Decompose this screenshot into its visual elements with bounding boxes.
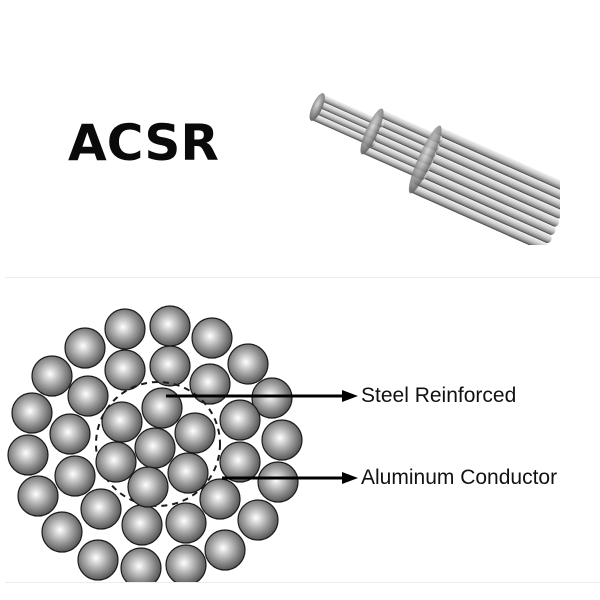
cross-section-diagram: Steel Reinforced Aluminum Conductor [0, 278, 600, 583]
strand-cross-section [7, 305, 358, 583]
steel-reinforced-label: Steel Reinforced [361, 384, 517, 407]
product-header: ACSR [0, 0, 600, 277]
bottom-divider [5, 582, 600, 583]
section-divider [5, 277, 600, 278]
product-title: ACSR [68, 114, 219, 172]
aluminum-conductor-label: Aluminum Conductor [361, 466, 558, 489]
cable-icon [309, 93, 560, 245]
